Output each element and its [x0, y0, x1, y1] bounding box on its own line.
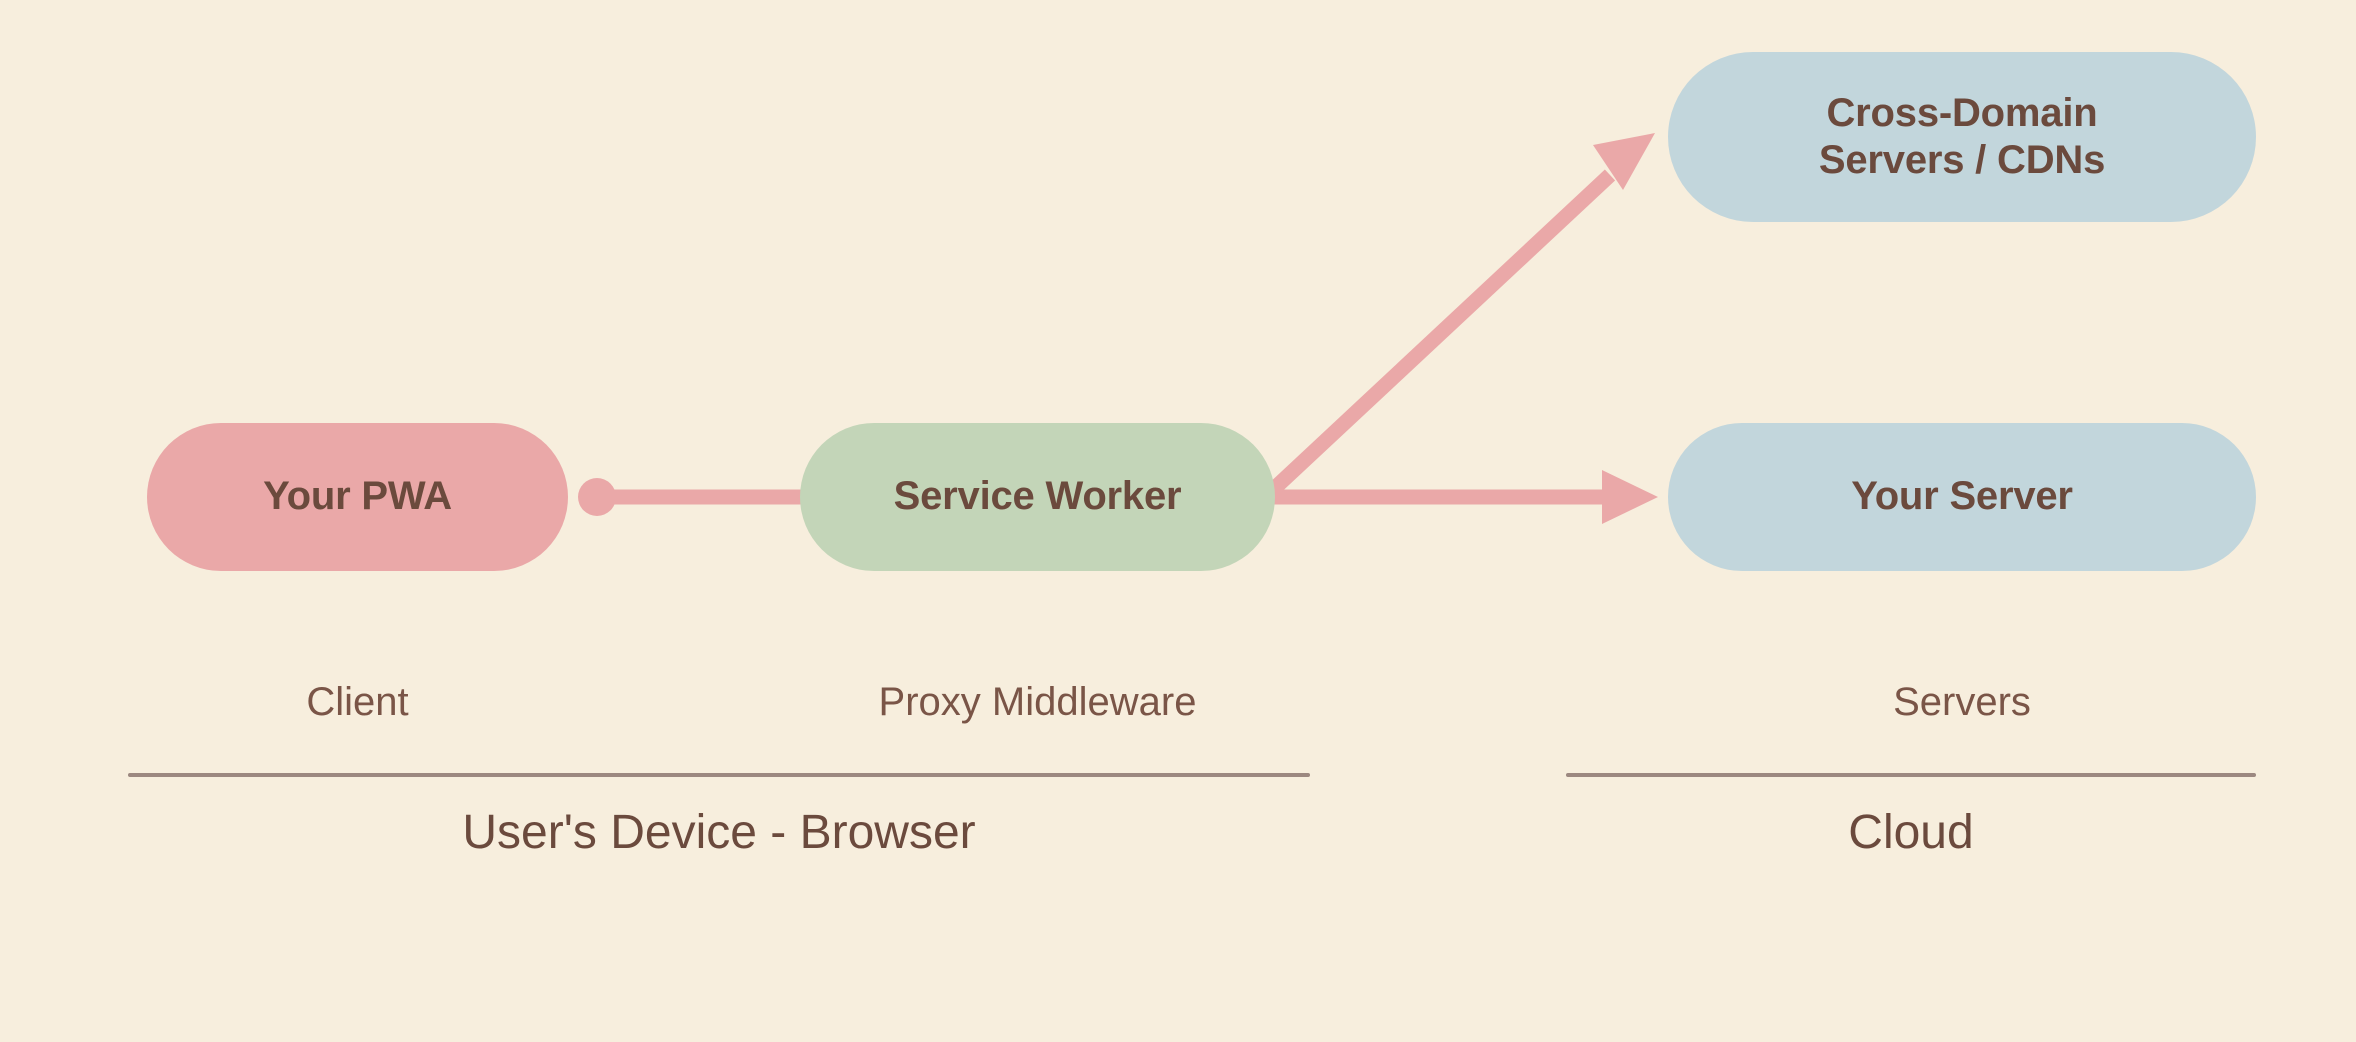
node-service-worker-label: Service Worker — [893, 474, 1182, 519]
arrowhead-icon — [1593, 133, 1655, 190]
divider-cloud — [1566, 773, 2256, 777]
connector-service-worker-to-cross-domain — [1256, 133, 1655, 506]
node-your-pwa[interactable]: Your PWA — [147, 423, 568, 571]
connector-service-worker-to-your-server — [1262, 470, 1658, 524]
node-cross-domain-servers[interactable]: Cross-Domain Servers / CDNs — [1668, 52, 2256, 222]
zone-caption-client: Client — [306, 680, 409, 724]
connector-pwa-to-service-worker — [578, 478, 812, 516]
group-label-cloud: Cloud — [1848, 806, 1974, 859]
node-your-server-label: Your Server — [1851, 474, 2073, 519]
node-your-pwa-label: Your PWA — [263, 474, 452, 519]
node-cross-domain-servers-label: Cross-Domain Servers / CDNs — [1819, 90, 2105, 184]
arrowhead-icon — [1602, 470, 1658, 524]
circle-marker-icon — [578, 478, 616, 516]
node-cross-domain-servers-label-line2: Servers / CDNs — [1818, 138, 2106, 182]
divider-user-device — [128, 773, 1310, 777]
connector-line-service-worker-cross-domain — [1256, 169, 1616, 506]
group-label-user-device-browser: User's Device - Browser — [462, 806, 976, 859]
node-cross-domain-servers-label-line1: Cross-Domain — [1826, 90, 2098, 135]
zone-caption-proxy-middleware: Proxy Middleware — [878, 680, 1197, 724]
node-service-worker[interactable]: Service Worker — [800, 423, 1275, 571]
zone-caption-servers: Servers — [1893, 680, 2031, 724]
node-your-server[interactable]: Your Server — [1668, 423, 2256, 571]
